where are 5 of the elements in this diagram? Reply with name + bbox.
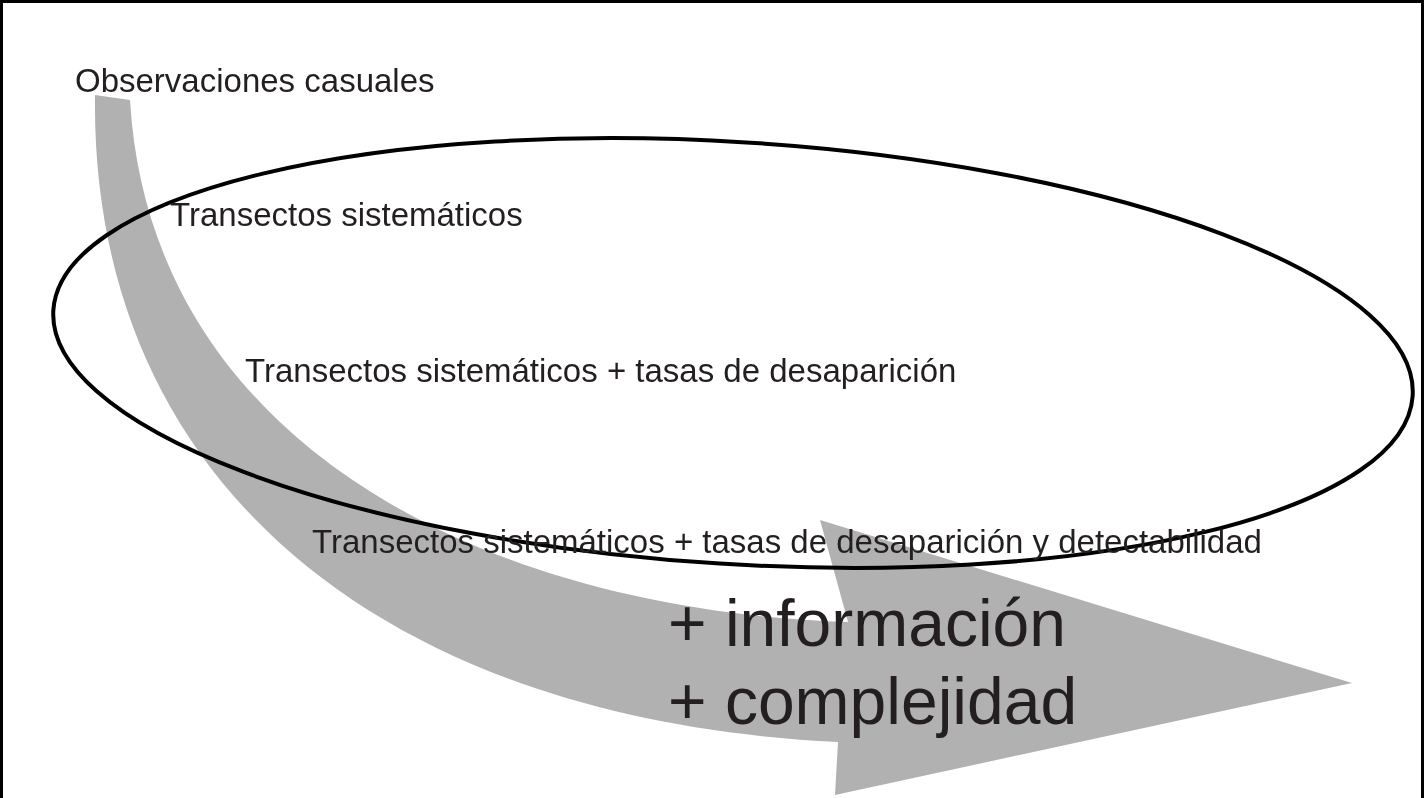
stage-label: Observaciones casuales	[75, 62, 435, 100]
arrow-label: + información	[668, 585, 1067, 661]
stage-label: Transectos sistemáticos + tasas de desaparición	[245, 352, 957, 390]
arrow-label: + complejidad	[668, 663, 1078, 739]
stage-label: Transectos sistemáticos	[170, 196, 523, 234]
